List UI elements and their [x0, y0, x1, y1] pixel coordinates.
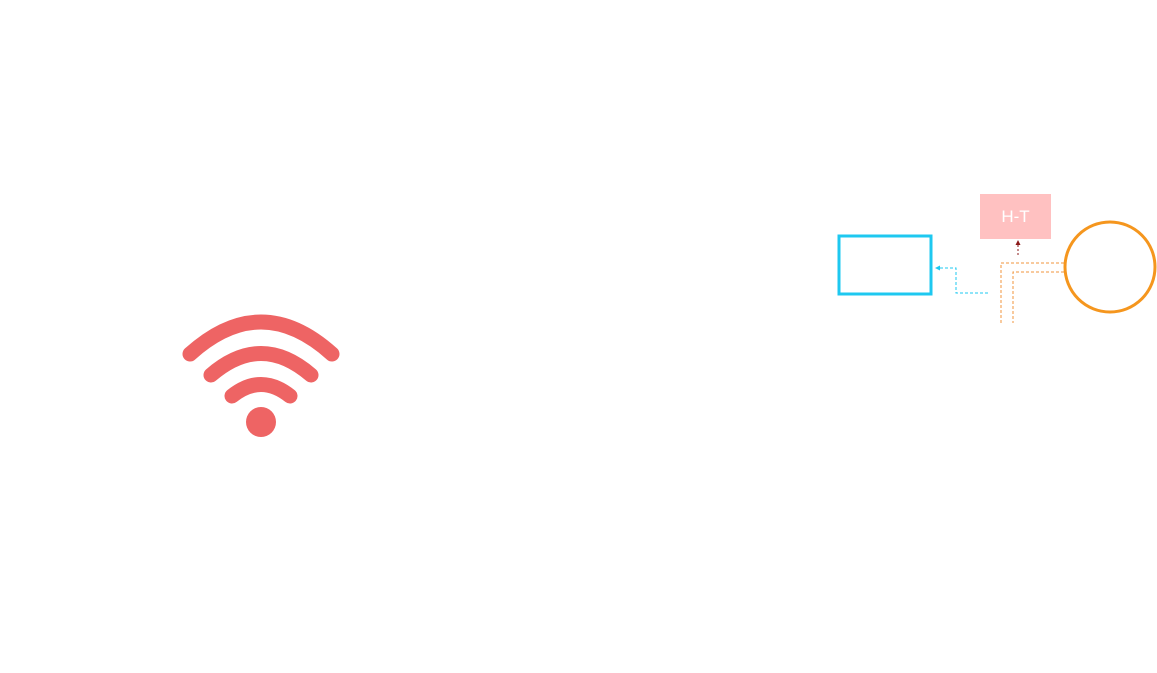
blue-box-node[interactable]	[837, 234, 933, 296]
label-box-text: H-T	[1001, 207, 1029, 226]
blue-connector	[935, 265, 988, 294]
orange-connector	[1000, 262, 1064, 323]
label-box[interactable]: H-T	[980, 194, 1051, 239]
up-arrow-connector	[1015, 240, 1021, 255]
orange-circle-node[interactable]	[1063, 220, 1157, 314]
wifi-icon	[182, 314, 340, 437]
